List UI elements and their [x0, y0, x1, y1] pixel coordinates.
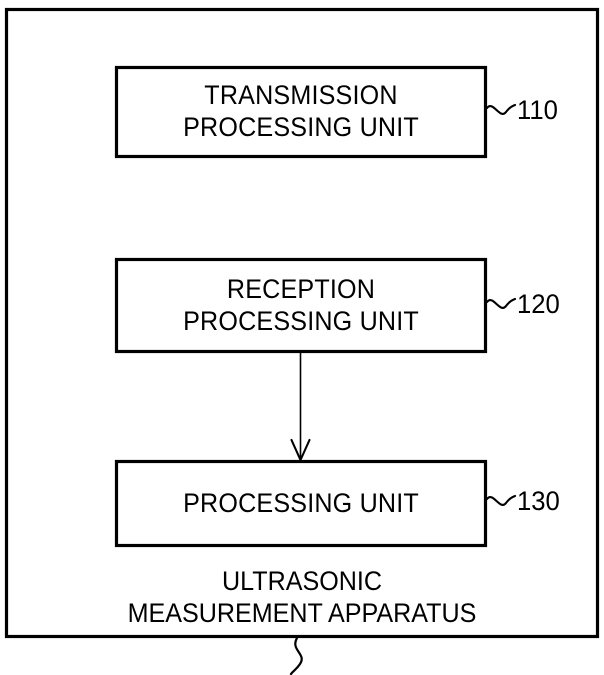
processing-block-rect	[114, 459, 488, 548]
transmission-block-label-line1: TRANSMISSION	[204, 80, 398, 110]
reception-block-label-line2: PROCESSING UNIT	[183, 306, 419, 336]
outer-apparatus-box	[4, 7, 600, 639]
processing-block-label-line1: PROCESSING UNIT	[183, 488, 419, 518]
arrow-down-icon	[290, 438, 311, 463]
squiggle-leader-icon	[289, 636, 303, 675]
reception-block-rect	[114, 257, 488, 354]
apparatus-caption-line2: MEASUREMENT APPARATUS	[127, 598, 477, 628]
apparatus-caption-line1: ULTRASONIC	[222, 566, 382, 596]
reference-numeral-130: 130	[517, 486, 560, 516]
tilde-leader-icon-120	[485, 297, 517, 309]
reference-numeral-110: 110	[517, 95, 558, 125]
reference-numeral-120: 120	[517, 289, 560, 319]
connector-reception-to-processing	[290, 352, 311, 463]
tilde-leader-icon-130	[485, 494, 517, 506]
transmission-block-label-line2: PROCESSING UNIT	[183, 112, 419, 142]
tilde-leader-icon-110	[485, 103, 517, 115]
reception-block-label-line1: RECEPTION	[226, 274, 376, 304]
transmission-block-rect	[114, 65, 488, 159]
